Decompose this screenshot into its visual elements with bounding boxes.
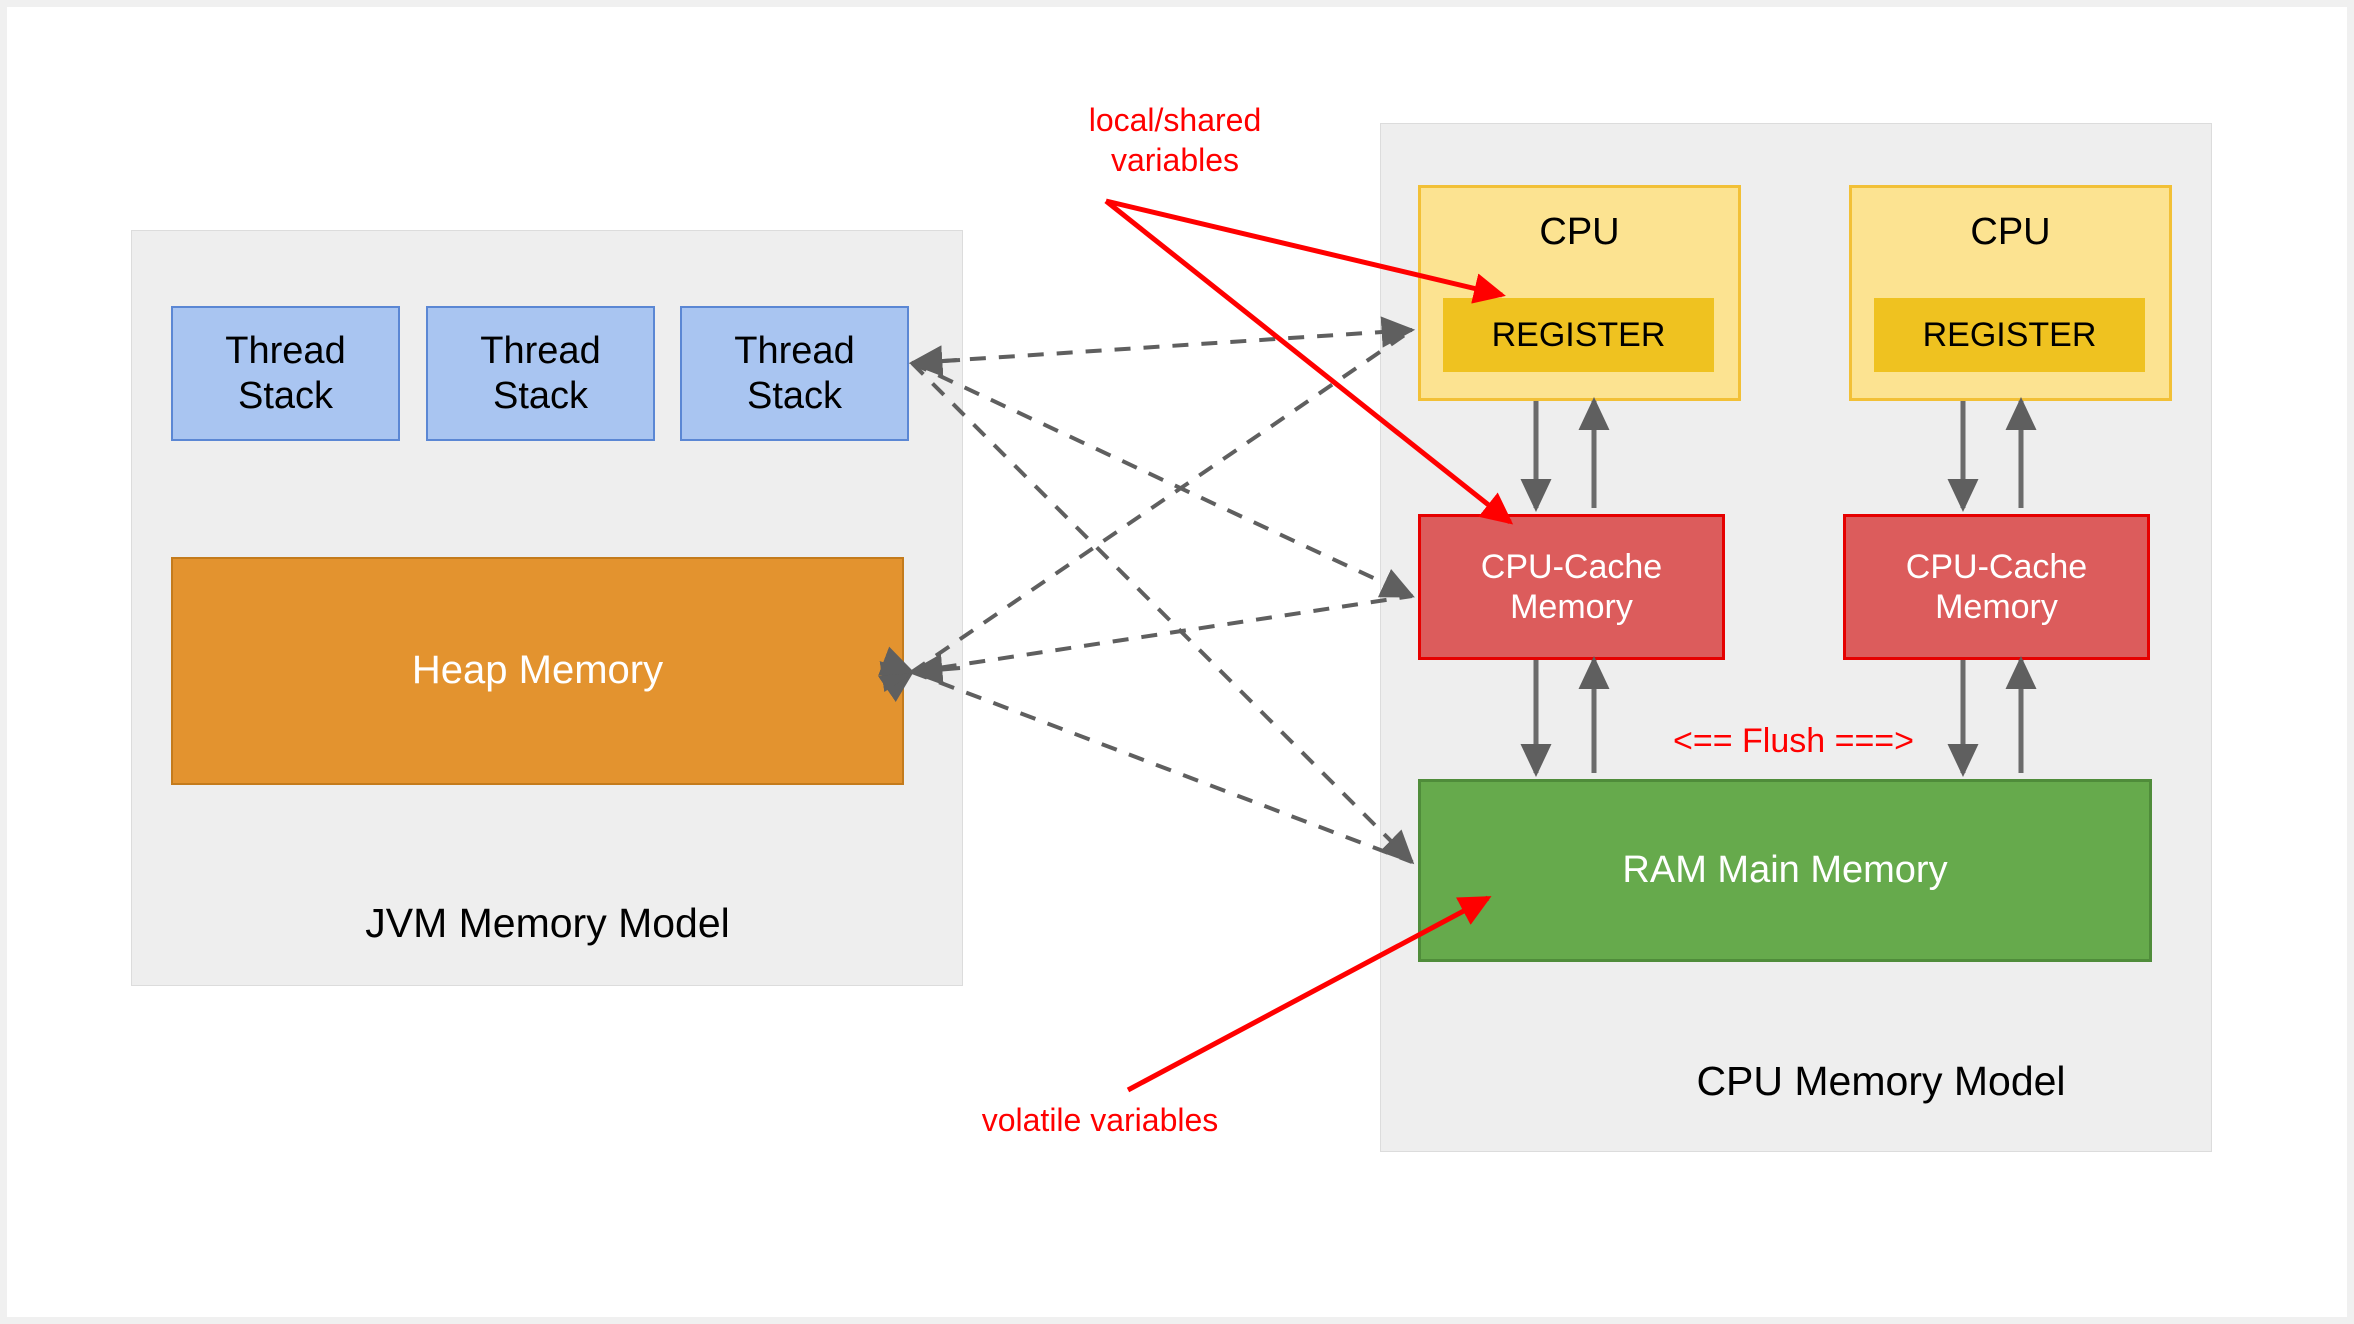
annotation-volatile-variables: volatile variables: [981, 1102, 1219, 1138]
cpu-cache-box-1: CPU-Cache Memory: [1418, 514, 1725, 660]
register-box-1: REGISTER: [1443, 298, 1714, 372]
flush-label: <== Flush ===>: [1673, 722, 1915, 760]
connector-threadstack-to-cache: [911, 361, 1415, 598]
cpu-cache-label-1: CPU-Cache Memory: [1480, 547, 1663, 626]
connector-threadstack-to-register: [911, 316, 1416, 365]
register-box-2: REGISTER: [1874, 298, 2145, 372]
thread-stack-label-3: Thread Stack: [734, 329, 855, 417]
thread-stack-label-2: Thread Stack: [480, 329, 601, 417]
connector-register-to-threadstack: [908, 345, 944, 377]
connector-register-to-heap: [878, 328, 1414, 703]
ram-main-memory-box: RAM Main Memory: [1418, 779, 2152, 962]
ram-main-memory-label: RAM Main Memory: [1622, 849, 1948, 892]
register-label-1: REGISTER: [1491, 315, 1666, 354]
thread-stack-label-1: Thread Stack: [225, 329, 346, 417]
cpu-label-1: CPU: [1539, 211, 1620, 253]
dashed-connector-group: [878, 316, 1416, 865]
annotation-local-shared-variables: local/shared variables: [1088, 102, 1262, 178]
cpu-label-2: CPU: [1970, 211, 2051, 253]
connector-threadstack-to-ram: [910, 361, 1415, 865]
heap-memory-label: Heap Memory: [411, 648, 664, 693]
cpu-cache-label-2: CPU-Cache Memory: [1905, 547, 2088, 626]
connector-cache-to-heap: [879, 594, 1413, 692]
thread-stack-box-1: Thread Stack: [171, 306, 400, 441]
thread-stack-box-2: Thread Stack: [426, 306, 655, 441]
cpu-panel-title: CPU Memory Model: [1696, 1058, 2066, 1104]
thread-stack-box-3: Thread Stack: [680, 306, 909, 441]
cpu-cache-box-2: CPU-Cache Memory: [1843, 514, 2150, 660]
register-label-2: REGISTER: [1922, 315, 2097, 354]
jvm-panel-title: JVM Memory Model: [365, 900, 730, 946]
connector-ram-to-heap: [878, 646, 1413, 864]
heap-memory-box: Heap Memory: [171, 557, 904, 785]
